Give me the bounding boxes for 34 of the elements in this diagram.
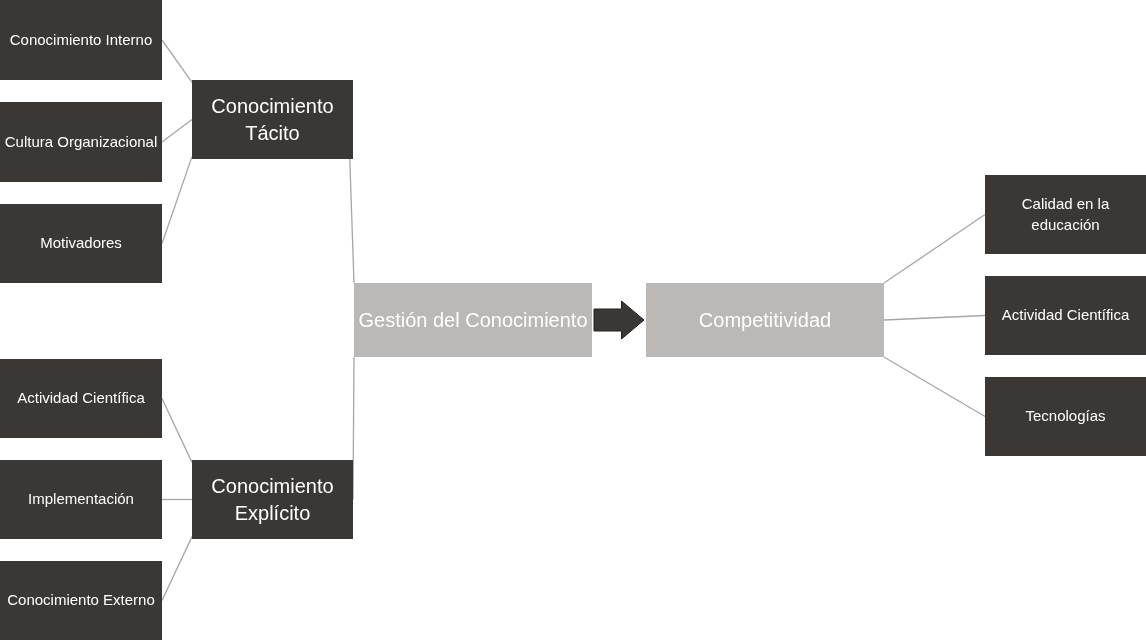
topic-box xyxy=(0,561,162,640)
box-label: Motivadores xyxy=(40,233,122,254)
topic-box xyxy=(0,460,162,539)
connector-line xyxy=(349,158,355,284)
box-label: Gestión del Conocimiento xyxy=(358,307,588,333)
topic-box xyxy=(192,80,353,159)
block-arrow xyxy=(593,300,645,340)
box-label: Conocimiento Tácito xyxy=(210,93,335,146)
topic-box xyxy=(985,175,1146,254)
topic-box xyxy=(0,359,162,438)
topic-box xyxy=(192,460,353,539)
connector-line xyxy=(883,356,986,418)
box-label: Actividad Científica xyxy=(17,388,145,409)
topic-box xyxy=(0,204,162,283)
topic-box xyxy=(985,377,1146,456)
connector-line xyxy=(161,118,193,143)
connector-line xyxy=(883,314,986,321)
box-label: Conocimiento Explícito xyxy=(210,473,335,526)
connector-line xyxy=(161,498,193,501)
box-label: Conocimiento Interno xyxy=(9,29,153,50)
box-label: Conocimiento Externo xyxy=(7,590,155,611)
topic-box xyxy=(0,102,162,182)
box-label: Cultura Organizacional xyxy=(4,131,158,152)
box-label: Competitividad xyxy=(698,307,832,333)
box-label: Tecnologías xyxy=(1025,406,1106,427)
concept-box xyxy=(646,283,884,357)
topic-box xyxy=(0,0,162,80)
concept-box xyxy=(354,283,592,357)
connector-line xyxy=(883,213,986,284)
box-label: Calidad en la educación xyxy=(1020,194,1111,235)
box-label: Implementación xyxy=(28,489,134,510)
topic-box xyxy=(985,276,1146,355)
box-label: Actividad Científica xyxy=(1001,305,1130,326)
connector-line xyxy=(161,39,193,84)
